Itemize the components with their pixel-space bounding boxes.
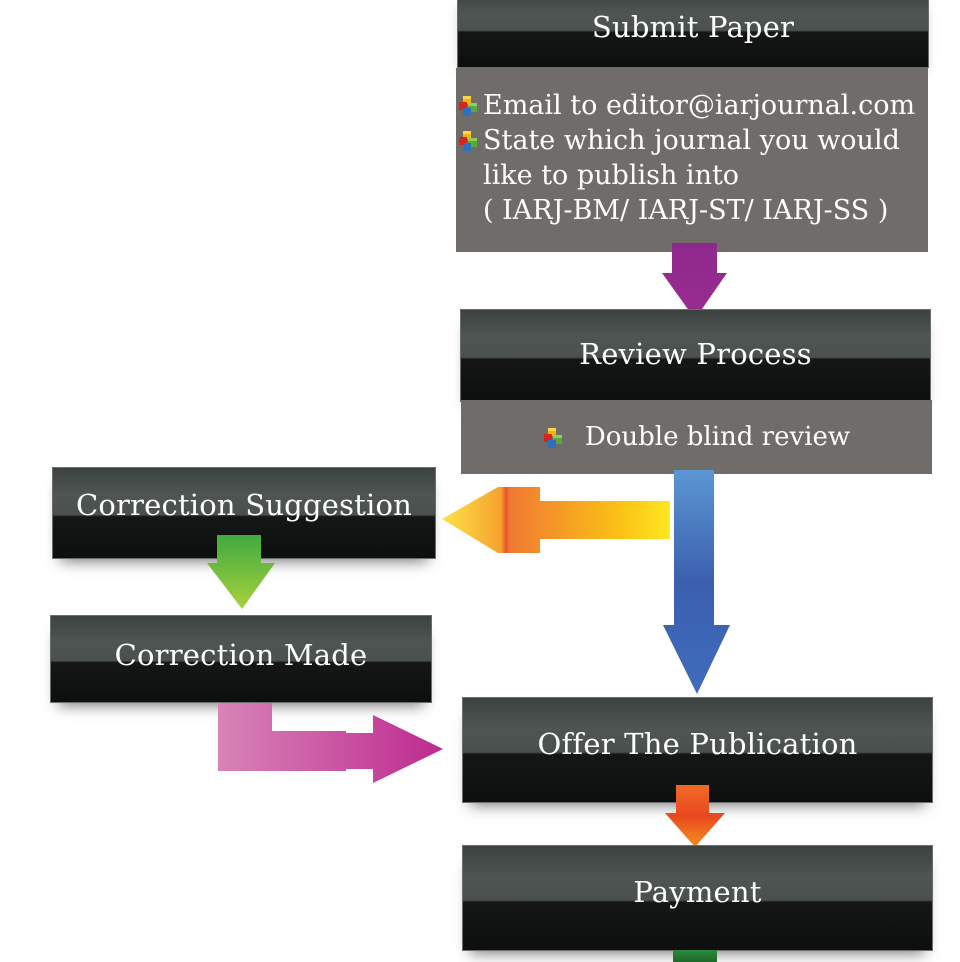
correction-suggestion-title: Correction Suggestion (75, 488, 413, 522)
arrow-made-to-offer (218, 703, 443, 783)
arrow-submit-to-review (662, 243, 727, 319)
correction-suggestion-box: Correction Suggestion (52, 467, 436, 559)
arrow-payment-next (673, 950, 717, 962)
bullet-journal-line-1: State which journal you would (483, 125, 900, 156)
colored-cubes-icon (459, 96, 477, 116)
colored-cubes-icon (459, 131, 477, 151)
payment-box: Payment (462, 845, 933, 951)
review-process-box: Review Process (460, 309, 931, 402)
arrow-suggestion-to-made (207, 535, 275, 609)
bullet-journal-line-2: like to publish into (483, 160, 740, 191)
submit-paper-title: Submit Paper (591, 10, 795, 44)
offer-publication-title: Offer The Publication (537, 727, 858, 761)
bullet-journal: State which journal you would like to pu… (458, 123, 928, 228)
submit-paper-details: Email to editor@iarjournal.com State whi… (456, 68, 928, 252)
payment-title: Payment (633, 875, 762, 909)
arrow-review-to-correction (442, 487, 670, 553)
review-process-title: Review Process (579, 336, 812, 371)
arrow-offer-to-payment (665, 785, 725, 847)
correction-made-title: Correction Made (114, 638, 368, 672)
review-process-details: Double blind review (461, 400, 932, 474)
bullet-email-text: Email to editor@iarjournal.com (483, 90, 916, 121)
arrow-review-to-offer (663, 470, 730, 694)
bullet-journal-line-3: ( IARJ-BM/ IARJ-ST/ IARJ-SS ) (483, 195, 889, 226)
colored-cubes-icon (543, 427, 562, 448)
bullet-email: Email to editor@iarjournal.com (458, 88, 928, 123)
submit-paper-box: Submit Paper (457, 0, 929, 68)
correction-made-box: Correction Made (50, 615, 432, 703)
bullet-double-blind: Double blind review (543, 420, 850, 455)
bullet-double-blind-text: Double blind review (584, 421, 851, 452)
